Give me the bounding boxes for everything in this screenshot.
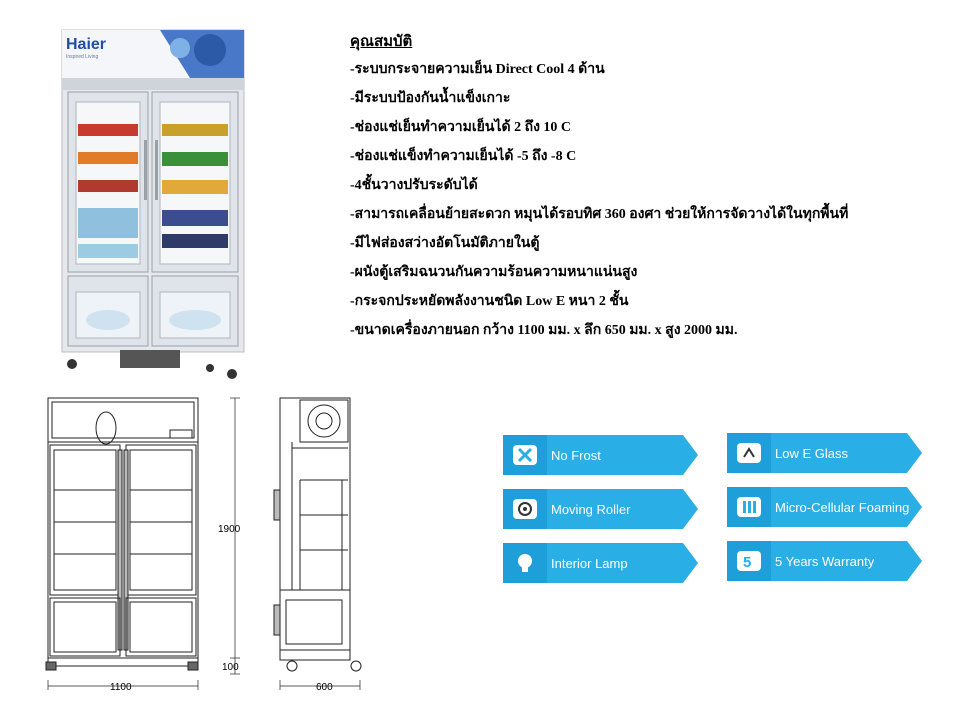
spec-item: -ผนังตู้เสริมฉนวนกันความร้อนความหนาแน่นส… xyxy=(350,265,638,280)
dim-depth: 600 xyxy=(316,682,333,693)
brand-logo: Haier xyxy=(66,36,107,53)
roller-icon xyxy=(511,497,539,521)
spec-title: คุณสมบัติ xyxy=(350,34,413,50)
spec-item: -มีระบบป้องกันน้ำแข็งเกาะ xyxy=(350,91,511,106)
dim-base: 100 xyxy=(222,662,239,673)
spec-item: -ระบบกระจายความเย็น Direct Cool 4 ด้าน xyxy=(350,62,605,77)
brand-tagline: Inspired Living xyxy=(66,54,99,60)
feature-badge-warranty: 5 5 Years Warranty xyxy=(727,541,922,581)
spec-item: -มีไฟส่องสว่างอัตโนมัติภายในตู้ xyxy=(350,236,540,251)
spec-list: คุณสมบัติ -ระบบกระจายความเย็น Direct Coo… xyxy=(350,32,950,350)
badge-label: 5 Years Warranty xyxy=(775,553,875,569)
badge-label: Micro-Cellular Foaming xyxy=(775,499,910,515)
no-frost-icon xyxy=(511,443,539,467)
feature-badge-interior-lamp: Interior Lamp xyxy=(503,543,698,583)
spec-item: -4ชั้นวางปรับระดับได้ xyxy=(350,178,478,193)
glass-icon xyxy=(735,441,763,465)
svg-text:5: 5 xyxy=(743,554,751,571)
spec-item: -ช่องแช่เย็นทำความเย็นได้ 2 ถึง 10 C xyxy=(350,120,572,135)
badge-label: No Frost xyxy=(551,447,601,463)
badge-label: Moving Roller xyxy=(551,501,631,517)
spec-item: -ช่องแช่แข็งทำความเย็นได้ -5 ถึง -8 C xyxy=(350,149,577,164)
dim-width: 1100 xyxy=(110,682,132,693)
feature-badge-moving-roller: Moving Roller xyxy=(503,489,698,529)
warranty-icon: 5 xyxy=(735,549,763,573)
front-view xyxy=(45,397,240,690)
badge-label: Low E Glass xyxy=(775,445,848,461)
foam-icon xyxy=(735,495,763,519)
feature-badge-micro-cellular-foaming: Micro-Cellular Foaming xyxy=(727,487,922,527)
spec-item: -สามารถเคลื่อนย้ายสะดวก หมุนได้รอบทิศ 36… xyxy=(350,207,849,222)
product-photo: Haier Inspired Living xyxy=(60,20,250,380)
technical-drawing: 1900 100 1100 600 xyxy=(30,390,390,700)
spec-item: -ขนาดเครื่องภายนอก กว้าง 1100 มม. x ลึก … xyxy=(350,323,738,338)
spec-item: -กระจกประหยัดพลังงานชนิด Low E หนา 2 ชั้… xyxy=(350,294,629,309)
lamp-icon xyxy=(511,551,539,575)
side-view xyxy=(273,397,362,690)
badge-label: Interior Lamp xyxy=(551,555,628,571)
dim-height: 1900 xyxy=(218,524,241,535)
feature-badge-no-frost: No Frost xyxy=(503,435,698,475)
feature-badge-low-e-glass: Low E Glass xyxy=(727,433,922,473)
